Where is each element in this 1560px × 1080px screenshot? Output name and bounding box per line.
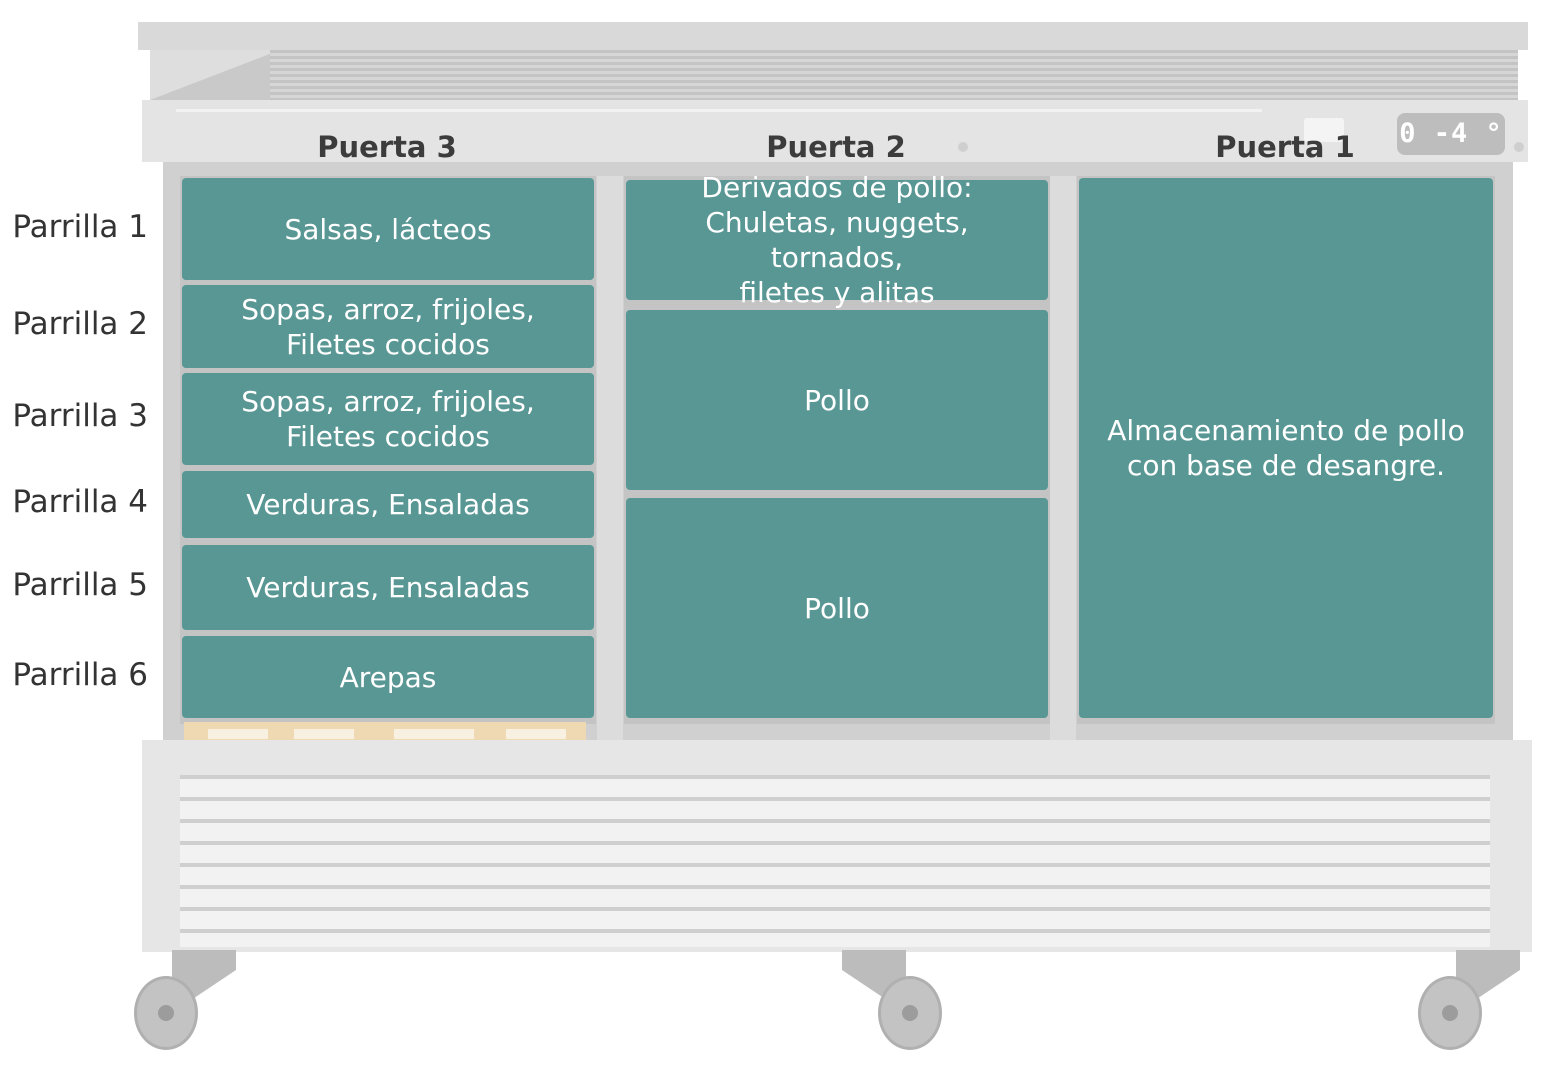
door-title-1: Puerta 1 — [1215, 130, 1355, 164]
door-title-2: Puerta 2 — [766, 130, 906, 164]
zone-door3-shelf3: Sopas, arroz, frijoles, Filetes cocidos — [182, 373, 594, 465]
shelf-label-6: Parrilla 6 — [12, 657, 148, 693]
shelf-label-2: Parrilla 2 — [12, 306, 148, 342]
zone-door1-full: Almacenamiento de pollo con base de desa… — [1079, 178, 1493, 718]
caster-wheel-icon — [134, 976, 198, 1050]
shelf-label-3: Parrilla 3 — [12, 398, 148, 434]
indicator-dot — [1514, 142, 1524, 152]
shelf-label-5: Parrilla 5 — [12, 567, 148, 603]
shelf-label-4: Parrilla 4 — [12, 484, 148, 520]
zone-door2-top: Derivados de pollo: Chuletas, nuggets, t… — [626, 171, 1048, 309]
zone-door3-shelf2: Sopas, arroz, frijoles, Filetes cocidos — [182, 285, 594, 368]
caster-wheel-icon — [1418, 976, 1482, 1050]
door-title-3: Puerta 3 — [317, 130, 457, 164]
door-divider — [1050, 176, 1076, 740]
top-vent — [150, 50, 1518, 100]
zone-door2-bottom: Pollo — [626, 498, 1048, 718]
zone-door3-shelf4: Verduras, Ensaladas — [182, 471, 594, 538]
zone-door2-middle: Pollo — [626, 310, 1048, 490]
door-divider — [597, 176, 623, 740]
base-grille — [180, 775, 1490, 947]
zone-door3-shelf5: Verduras, Ensaladas — [182, 545, 594, 630]
control-button — [1304, 118, 1344, 142]
zone-door3-shelf6: Arepas — [182, 636, 594, 718]
cabinet-top-cap — [138, 22, 1528, 50]
caster-wheel-icon — [878, 976, 942, 1050]
indicator-dot — [958, 142, 968, 152]
header-rail — [176, 109, 1262, 112]
shelf-label-1: Parrilla 1 — [12, 209, 148, 245]
cabinet-header — [142, 100, 1528, 162]
zone-door3-shelf1: Salsas, lácteos — [182, 178, 594, 280]
